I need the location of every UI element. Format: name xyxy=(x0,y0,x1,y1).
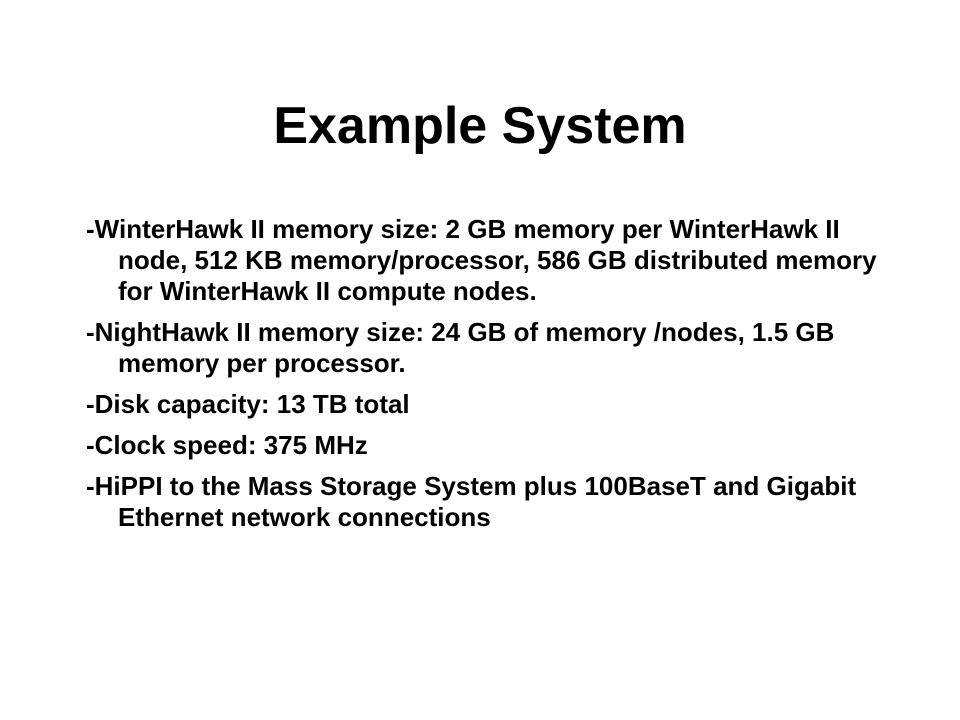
bullet-list: -WinterHawk II memory size: 2 GB memory … xyxy=(86,214,906,543)
bullet-network-connections: -HiPPI to the Mass Storage System plus 1… xyxy=(86,471,857,532)
slide-title: Example System xyxy=(273,97,687,155)
bullet-winterhawk-memory: -WinterHawk II memory size: 2 GB memory … xyxy=(86,214,877,306)
bullet-clock-speed: -Clock speed: 375 MHz xyxy=(86,430,368,460)
bullet-disk-capacity: -Disk capacity: 13 TB total xyxy=(86,389,410,419)
bullet-nighthawk-memory: -NightHawk II memory size: 24 GB of memo… xyxy=(86,317,835,378)
